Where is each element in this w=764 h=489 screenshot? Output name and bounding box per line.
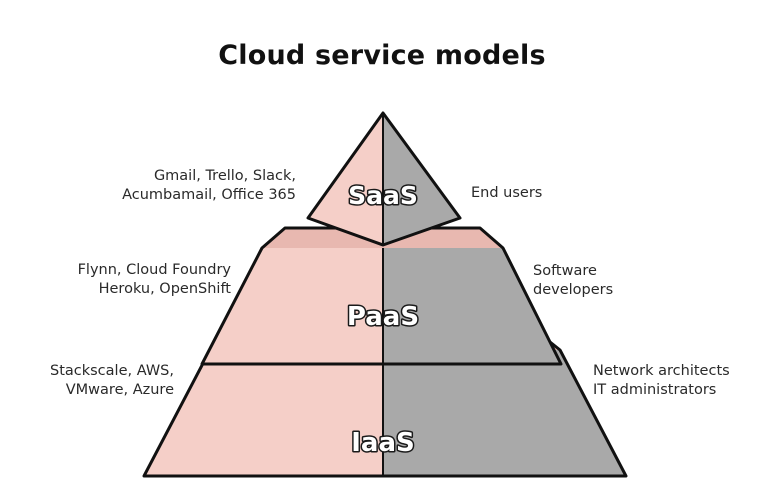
iaas-examples-line: Stackscale, AWS, [49, 363, 174, 379]
paas-examples-line: Flynn, Cloud Foundry [77, 262, 231, 278]
paas-examples-line: Heroku, OpenShift [98, 281, 231, 297]
tier-paas-outline [200, 226, 563, 366]
paas-audience: Software developers [533, 262, 613, 300]
iaas-audience-line: IT administrators [593, 382, 717, 398]
saas-examples-line: Gmail, Trello, Slack, [153, 168, 296, 184]
paas-examples: Flynn, Cloud Foundry Heroku, OpenShift [78, 261, 231, 299]
tier-iaas-right-face [383, 350, 626, 476]
tier-iaas-label: IaaS [351, 428, 415, 458]
diagram-title: Cloud service models [218, 40, 546, 71]
iaas-audience: Network architects IT administrators [593, 362, 730, 400]
iaas-audience-line: Network architects [593, 363, 730, 379]
tier-saas-left-face [308, 113, 383, 245]
iaas-examples-line: VMware, Azure [65, 382, 174, 398]
tier-saas-right-face [383, 113, 460, 245]
saas-examples-line: Acumbamail, Office 365 [122, 187, 296, 203]
tier-saas-label: SaaS [348, 181, 418, 210]
paas-audience-line: Software [533, 263, 597, 279]
saas-examples: Gmail, Trello, Slack, Acumbamail, Office… [122, 167, 296, 205]
tier-saas: SaaS [306, 111, 462, 247]
tier-iaas-left-face [144, 350, 383, 476]
saas-audience: End users [471, 184, 542, 203]
tier-paas: PaaS [200, 226, 563, 366]
paas-audience-line: developers [533, 282, 614, 298]
iaas-examples: Stackscale, AWS, VMware, Azure [50, 362, 174, 400]
tier-paas-label: PaaS [347, 302, 419, 332]
saas-audience-line: End users [471, 185, 543, 201]
